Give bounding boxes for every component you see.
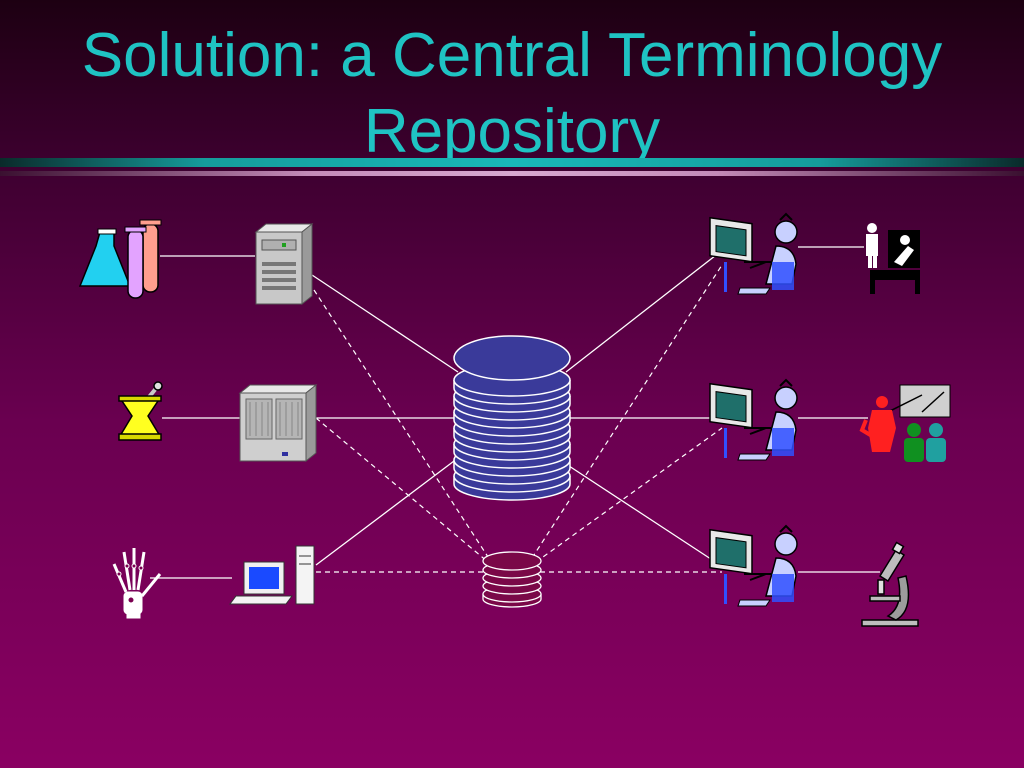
link-central-user3 [565, 463, 721, 566]
mortar-pestle-icon [118, 381, 163, 441]
mainframe-cabinet-icon [238, 383, 318, 463]
desktop-computer-icon [229, 545, 315, 605]
dash-local-user2 [535, 427, 723, 563]
title-line-2: Repository [363, 97, 661, 166]
title-rule-pink [0, 171, 1024, 176]
central-database-icon [453, 335, 571, 501]
patient-in-bed-icon [866, 223, 920, 294]
link-central-user1 [565, 251, 721, 373]
slide-title: Solution: a Central Terminology Reposito… [0, 18, 1024, 170]
title-line-1: Solution: a Central Terminology [81, 21, 943, 90]
user-at-terminal-icon [709, 524, 798, 607]
connectors [150, 246, 880, 579]
dash-mainframe-local [315, 417, 489, 563]
hand-xray-icon [112, 548, 162, 619]
user-at-terminal-icon [709, 212, 798, 295]
dashed-connectors [313, 264, 723, 573]
lab-flask-tubes-icon [78, 219, 162, 299]
title-rule-teal [0, 158, 1024, 167]
dash-local-user1 [531, 264, 723, 559]
link-desktop-central [315, 457, 459, 566]
teacher-presentation-icon [859, 384, 951, 462]
server-tower-icon [254, 222, 314, 306]
local-database-icon [482, 551, 542, 608]
user-at-terminal-icon [709, 378, 798, 461]
link-server-central [311, 274, 459, 373]
microscope-icon [861, 541, 919, 627]
